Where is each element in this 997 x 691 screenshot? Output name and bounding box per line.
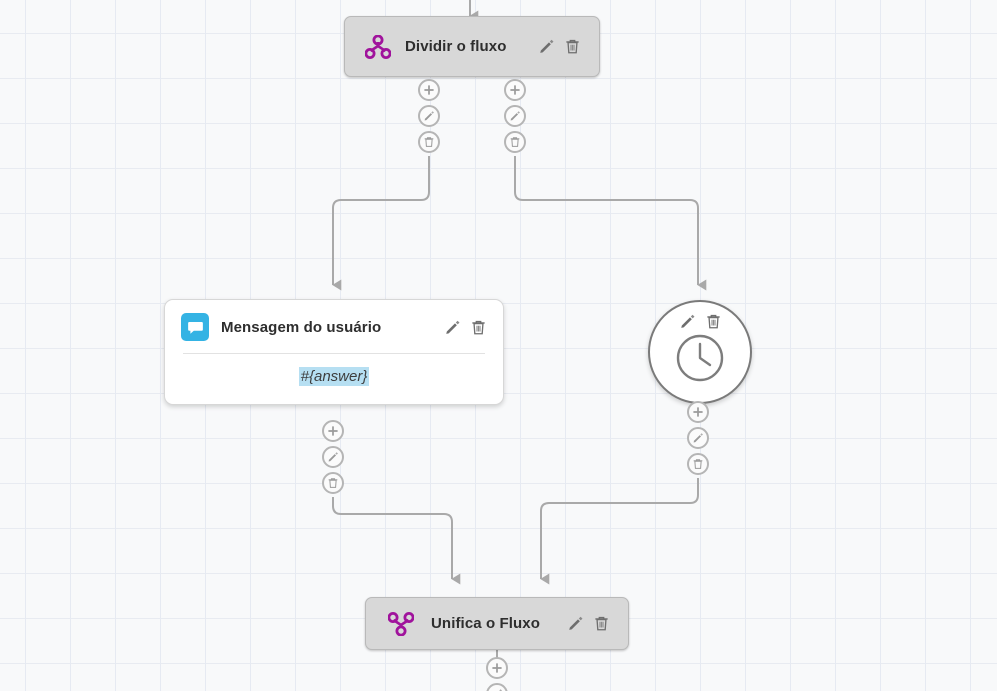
add-node-button[interactable]: [504, 79, 526, 101]
plus-icon: [510, 85, 520, 95]
plus-icon: [424, 85, 434, 95]
delete-trash-icon: [693, 459, 703, 469]
edit-pencil-icon[interactable]: [679, 313, 696, 330]
node-delay-timer-actions[interactable]: [679, 313, 722, 330]
node-merge-flow-title: Unifica o Fluxo: [431, 615, 541, 632]
plus-icon: [492, 663, 502, 673]
node-user-message-box[interactable]: Mensagem do usuário #{answer}: [164, 299, 504, 405]
node-divider: [183, 353, 485, 354]
edit-connection-button[interactable]: [486, 683, 508, 691]
handle-stack-message[interactable]: [322, 420, 344, 494]
edge-split-right-to-timer: [514, 156, 707, 291]
node-user-message-actions[interactable]: [444, 319, 487, 336]
node-split-flow[interactable]: Dividir o fluxo: [344, 16, 600, 77]
edit-connection-button[interactable]: [322, 446, 344, 468]
edit-connection-button[interactable]: [418, 105, 440, 127]
node-split-flow-title: Dividir o fluxo: [405, 38, 507, 55]
edge-timer-to-merge: [540, 478, 699, 585]
edge-split-left-to-message: [332, 156, 430, 291]
node-split-flow-box[interactable]: Dividir o fluxo: [344, 16, 600, 77]
split-flow-icon: [365, 34, 391, 59]
add-node-button[interactable]: [418, 79, 440, 101]
plus-icon: [693, 407, 703, 417]
edge-message-to-merge: [332, 497, 461, 585]
variable-chip: #{answer}: [298, 367, 370, 386]
handle-stack-split-left[interactable]: [418, 79, 440, 153]
node-user-message[interactable]: Mensagem do usuário #{answer}: [164, 299, 504, 405]
edit-pencil-icon: [424, 111, 434, 121]
edit-pencil-icon[interactable]: [538, 38, 555, 55]
delete-connection-button[interactable]: [504, 131, 526, 153]
edit-connection-button[interactable]: [504, 105, 526, 127]
edit-pencil-icon: [693, 433, 703, 443]
delete-trash-icon[interactable]: [564, 38, 581, 55]
handle-stack-timer[interactable]: [687, 401, 709, 475]
node-merge-flow[interactable]: Unifica o Fluxo: [365, 597, 629, 650]
node-merge-flow-box[interactable]: Unifica o Fluxo: [365, 597, 629, 650]
node-user-message-body: #{answer}: [165, 354, 503, 404]
delete-trash-icon: [328, 478, 338, 488]
edit-pencil-icon: [510, 111, 520, 121]
delete-connection-button[interactable]: [322, 472, 344, 494]
edit-pencil-icon: [328, 452, 338, 462]
node-user-message-header: Mensagem do usuário: [165, 300, 503, 353]
delete-trash-icon[interactable]: [705, 313, 722, 330]
handle-stack-merge[interactable]: [486, 657, 508, 691]
delete-trash-icon[interactable]: [470, 319, 487, 336]
node-merge-flow-actions[interactable]: [567, 615, 610, 632]
delete-connection-button[interactable]: [418, 131, 440, 153]
delete-trash-icon: [424, 137, 434, 147]
delete-connection-button[interactable]: [687, 453, 709, 475]
edit-pencil-icon[interactable]: [567, 615, 584, 632]
node-user-message-title: Mensagem do usuário: [221, 318, 382, 336]
delete-trash-icon: [510, 137, 520, 147]
add-node-button[interactable]: [687, 401, 709, 423]
plus-icon: [328, 426, 338, 436]
clock-icon: [676, 334, 724, 382]
add-node-button[interactable]: [322, 420, 344, 442]
add-node-button[interactable]: [486, 657, 508, 679]
node-delay-timer[interactable]: [648, 300, 752, 404]
delete-trash-icon[interactable]: [593, 615, 610, 632]
chat-bubble-icon: [181, 313, 209, 341]
edit-connection-button[interactable]: [687, 427, 709, 449]
merge-flow-icon: [388, 611, 414, 636]
node-split-flow-actions[interactable]: [538, 38, 581, 55]
edit-pencil-icon[interactable]: [444, 319, 461, 336]
handle-stack-split-right[interactable]: [504, 79, 526, 153]
